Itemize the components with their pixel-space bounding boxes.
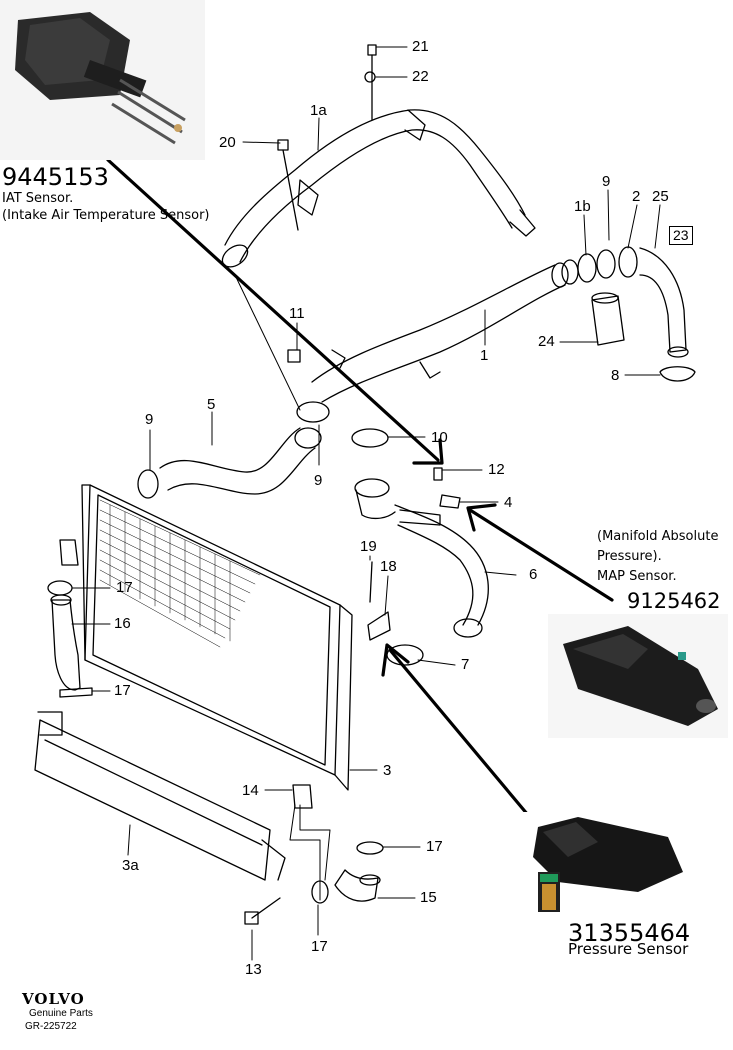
reference-arrows: [106, 158, 614, 817]
iat-description: (Intake Air Temperature Sensor): [2, 208, 210, 223]
callout-17-c: 17: [426, 838, 443, 855]
pipe-5: [137, 401, 330, 499]
genuine-parts-label: Genuine Parts: [29, 1008, 93, 1019]
iat-sensor-image: [15, 12, 186, 145]
pipe-16: [47, 539, 81, 691]
pressure-sensor-image: [533, 817, 683, 912]
callout-17-a: 17: [116, 579, 133, 596]
callout-1a: 1a: [310, 102, 327, 119]
clamp-10: [351, 428, 389, 448]
pressure-part-number: 31355464: [568, 919, 691, 947]
callout-9-mid: 9: [314, 472, 323, 489]
callout-5: 5: [207, 396, 216, 413]
intercooler-fins: [99, 499, 261, 648]
callout-24: 24: [538, 333, 555, 350]
callout-19: 19: [360, 538, 377, 555]
callout-7: 7: [461, 656, 470, 673]
callout-1b: 1b: [574, 198, 591, 215]
pressure-sensor-label: Pressure Sensor: [568, 940, 689, 958]
callout-21: 21: [412, 38, 429, 55]
bracket-3a: [34, 711, 286, 881]
map-part-number: 9125462: [627, 589, 721, 613]
intercooler-3: [81, 484, 353, 791]
iat-sensor-photo: [0, 0, 205, 160]
map-sensor-image: [563, 626, 718, 726]
iat-part-number: 9445153: [2, 163, 109, 191]
callout-12: 12: [488, 461, 505, 478]
callout-23: 23: [669, 226, 693, 245]
callout-9-left: 9: [145, 411, 154, 428]
callout-6: 6: [529, 566, 538, 583]
diagram-code: GR-225722: [25, 1021, 77, 1032]
callout-10: 10: [431, 429, 448, 446]
pressure-sensor-photo: [518, 812, 690, 924]
callout-9: 9: [602, 173, 611, 190]
callout-13: 13: [245, 961, 262, 978]
map-sensor-photo: [548, 614, 728, 738]
map-label: MAP Sensor.: [597, 569, 677, 584]
callout-17-b: 17: [114, 682, 131, 699]
callout-3: 3: [383, 762, 392, 779]
callout-22: 22: [412, 68, 429, 85]
iat-label: IAT Sensor.: [2, 191, 74, 206]
callout-4: 4: [504, 494, 513, 511]
callout-18: 18: [380, 558, 397, 575]
leader-lines: [71, 46, 661, 961]
callout-1: 1: [480, 347, 489, 364]
callout-15: 15: [420, 889, 437, 906]
fasteners: [59, 44, 461, 925]
pipe-6: [354, 478, 489, 638]
callout-17-d: 17: [311, 938, 328, 955]
volvo-logo: VOLVO: [22, 990, 85, 1008]
callout-20: 20: [219, 134, 236, 151]
callout-8: 8: [611, 367, 620, 384]
map-description-line2: Pressure).: [597, 549, 662, 564]
callout-25: 25: [652, 188, 669, 205]
map-description-line1: (Manifold Absolute: [597, 529, 719, 544]
coupling-group: [577, 246, 696, 382]
callout-11: 11: [289, 305, 305, 322]
pipe-15: [311, 841, 384, 904]
callout-2: 2: [632, 188, 641, 205]
callout-14: 14: [242, 782, 259, 799]
callout-3a: 3a: [122, 857, 139, 874]
pipe-1a: [221, 109, 536, 268]
callout-16: 16: [114, 615, 131, 632]
